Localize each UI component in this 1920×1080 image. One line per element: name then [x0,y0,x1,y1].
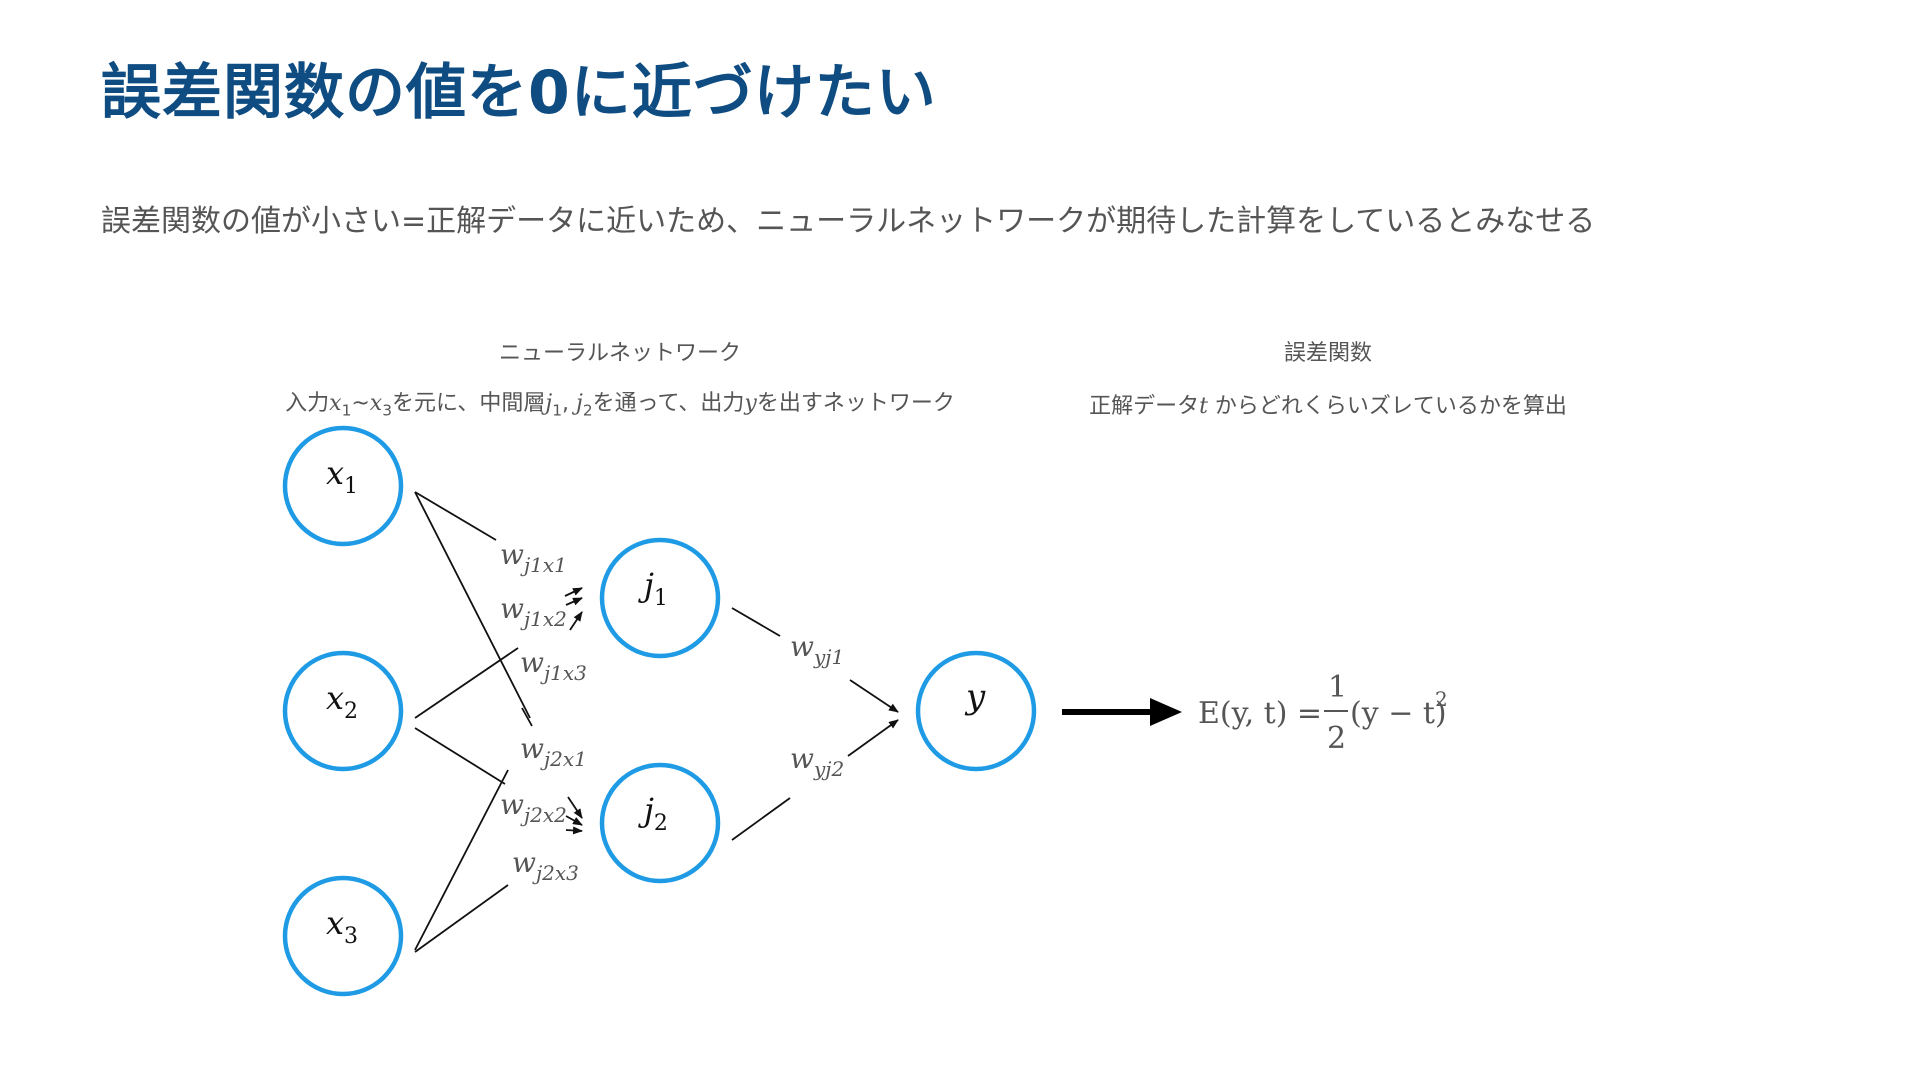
network-desc-y: y [744,391,757,416]
network-desc-text-4: を出すネットワーク [756,391,955,416]
weight-wj2x2: wj2x2 [500,788,567,827]
arrow-into-j1-b [565,597,583,606]
weight-wj1x2: wj1x2 [500,592,567,631]
node-x1 [282,425,404,547]
node-x3 [282,875,404,997]
slide-subtitle: 誤差関数の値が小さい=正解データに近いため、ニューラルネットワークが期待した計算… [101,204,1596,239]
network-desc-tilde: ~ [351,391,370,416]
arrow-into-j2-a [567,796,583,819]
edge-j1-y-end [849,679,899,713]
arrow-into-j1-a [564,587,583,597]
node-j2 [599,762,721,884]
error-desc-text-1: 正解データ [1089,394,1200,419]
edge-x1-j2 [414,491,531,719]
formula-lhs: E(y, t) = [1198,696,1322,731]
arrow-into-j2-c [565,826,583,835]
edge-x3-j1 [414,769,509,951]
weight-wj1x1: wj1x1 [500,538,567,577]
edge-x3-j2 [414,884,509,953]
error-desc-t: t [1199,394,1208,419]
formula-body: (y − t) [1350,696,1447,731]
node-x1-label: x1 [326,454,358,499]
formula-exponent: 2 [1435,687,1448,711]
node-y-label: y [964,677,986,717]
weight-wj2x3: wj2x3 [512,846,579,885]
weight-wj1x3: wj1x3 [520,646,587,685]
weight-wyj2: wyj2 [790,742,844,781]
formula-denominator: 2 [1327,721,1346,756]
network-desc-j2: j [575,391,583,416]
edge-j1-y-start [731,607,781,637]
node-x2-label: x2 [326,679,358,724]
network-desc-x3: x [369,391,383,416]
weight-wyj1: wyj1 [790,630,844,669]
network-desc-text-1: 入力 [285,391,330,416]
network-desc-x1: x [329,391,342,416]
arrow-into-j1-c [569,611,583,631]
error-function-heading: 誤差関数 [1283,341,1373,366]
error-desc-text-2: からどれくらいズレているかを算出 [1207,394,1567,419]
network-desc-j1: j [545,391,553,416]
network-desc-comma: , [561,391,576,416]
edge-j2-y-end [847,719,899,757]
error-function-formula: E(y, t) = 1 2 (y − t) 2 [1198,670,1448,756]
node-x3-label: x3 [326,904,358,949]
node-j1 [599,537,721,659]
error-function-description: 正解データt からどれくらいズレているかを算出 [1089,388,1567,420]
network-desc-x3-sub: 3 [382,401,393,420]
crossing-mark [521,707,533,727]
edge-j2-y-start [731,797,791,841]
edge-x2-j2 [414,727,506,785]
slide-title: 誤差関数の値を0に近づけたい [101,58,937,128]
arrow-into-j2-b [565,815,583,826]
network-heading: ニューラルネットワーク [498,341,742,366]
network-desc-text-2: を元に、中間層 [392,391,546,416]
edge-x2-j1 [414,647,519,719]
network-desc-j1-sub: 1 [552,401,562,420]
edge-x1-j1 [414,491,497,541]
right-arrow-icon [1062,698,1182,726]
network-desc-text-3: を通って、出力 [592,391,745,416]
weight-wj2x1: wj2x1 [520,732,587,771]
network-desc-j2-sub: 2 [582,401,593,420]
network-description: 入力x1~x3を元に、中間層j1, j2を通って、出力yを出すネットワーク [285,385,955,419]
node-x2 [282,650,404,772]
formula-numerator: 1 [1328,670,1347,705]
network-desc-x1-sub: 1 [341,401,352,420]
node-y [915,650,1037,772]
